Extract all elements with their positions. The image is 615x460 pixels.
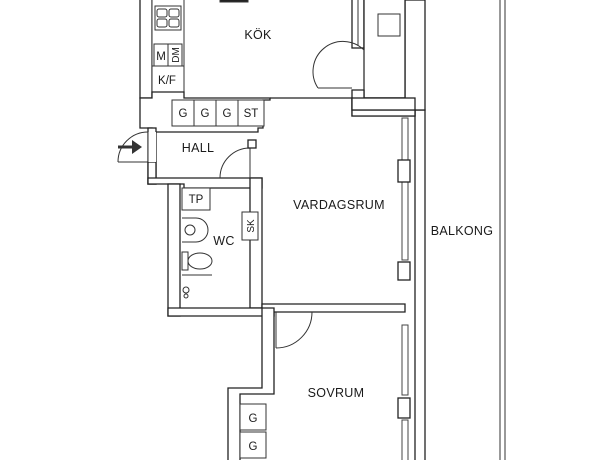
washbasin-bowl — [184, 224, 196, 236]
wc-walls — [147, 139, 406, 317]
wc-south-wall — [167, 303, 406, 317]
facade-wall-lower — [414, 109, 426, 460]
entrance-door-arc — [117, 131, 149, 163]
washbasin — [182, 217, 209, 243]
bedroom-door-arc — [275, 311, 313, 349]
bedroom-west: G G — [227, 307, 275, 460]
room-label-hall: HALL — [182, 141, 214, 155]
toilet-tank — [181, 251, 189, 271]
sink-bowl-4 — [168, 18, 180, 28]
window-living-1 — [401, 117, 409, 164]
living-north-wall — [351, 97, 416, 111]
floor-drain-2 — [183, 293, 189, 299]
bedroom-wardrobe-2-label: G — [249, 441, 258, 453]
stove-label: M — [156, 51, 166, 63]
kitchen-door-arc — [312, 40, 365, 89]
chimney-square — [377, 13, 401, 37]
kitchen-west: M DM K/F — [139, 0, 249, 99]
room-label-balcony: BALKONG — [431, 224, 494, 238]
window-bedroom-2 — [401, 419, 409, 460]
wc-cabinet — [241, 211, 259, 241]
window-bedroom-1 — [401, 324, 409, 396]
bedroom-wardrobe-1-label: G — [249, 413, 258, 425]
sink-bowl-1 — [156, 8, 168, 18]
wc-west-wall — [167, 183, 181, 317]
room-label-living: VARDAGSRUM — [293, 198, 385, 212]
fridge-label: K/F — [158, 75, 176, 87]
bedroom-wardrobe-1 — [239, 403, 267, 431]
room-label-wc: WC — [213, 234, 234, 248]
window-living-2 — [401, 177, 409, 261]
bedroom-door — [275, 311, 313, 349]
entrance-door — [117, 127, 157, 185]
pillar-1 — [397, 159, 411, 183]
hall-south-wall — [147, 177, 263, 189]
fridge-box — [151, 65, 185, 93]
hall-storage-label: ST — [244, 108, 259, 120]
sink-bowl-3 — [156, 18, 168, 28]
room-label-bedroom: SOVRUM — [308, 386, 365, 400]
floor-drain — [182, 286, 190, 294]
hall-wardrobe-1-label: G — [179, 108, 188, 120]
dishwasher-label: DM — [171, 47, 182, 63]
kitchen-top-fixture — [219, 0, 249, 3]
kitchen-west-wall — [139, 0, 153, 99]
towel-cabinet — [181, 187, 211, 211]
arrow-head — [132, 140, 142, 154]
wc-fixtures: TP SK — [181, 187, 259, 299]
right-facade-wall — [397, 0, 426, 460]
kitchen-door — [312, 40, 365, 90]
pillar-3 — [397, 397, 411, 419]
entrance-opening — [148, 132, 156, 162]
wc-door-stop — [247, 139, 257, 149]
wc-east-wall — [249, 177, 263, 309]
hall-wardrobe-3-label: G — [223, 108, 232, 120]
sink-bowl-2 — [168, 8, 180, 18]
towel-cabinet-label: TP — [189, 194, 204, 206]
hall-wardrobe-2-label: G — [201, 108, 210, 120]
room-label-kitchen: KÖK — [244, 28, 272, 42]
hall-storage — [237, 99, 265, 127]
facade-wall-upper — [404, 0, 426, 111]
kitchen-hall-wall: G G G ST — [139, 91, 416, 133]
bedroom-wardrobe-2 — [239, 431, 267, 459]
pillar-2 — [397, 261, 411, 281]
wc-door-arc — [219, 147, 251, 179]
wc-cabinet-label: SK — [246, 219, 257, 233]
entrance-arrow-icon — [118, 140, 142, 154]
toilet-bowl — [187, 252, 213, 270]
